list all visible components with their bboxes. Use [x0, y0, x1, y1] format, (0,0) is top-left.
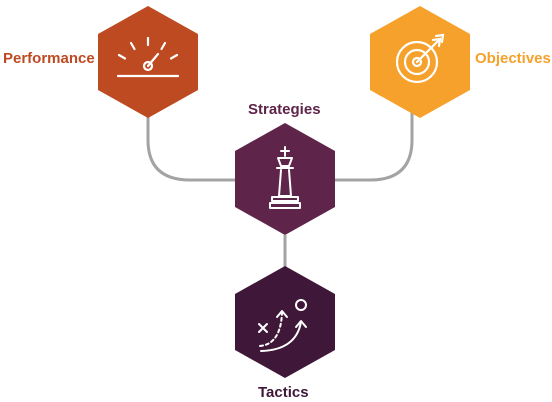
chess-king-icon	[269, 146, 301, 209]
objectives-label: Objectives	[475, 50, 551, 67]
objectives-node	[370, 6, 470, 118]
performance-node	[98, 6, 198, 118]
performance-label: Performance	[3, 50, 95, 67]
tactics-play-icon	[258, 299, 307, 352]
target-arrow-icon	[395, 33, 445, 84]
strategies-hexagon	[235, 123, 335, 235]
connector-objectives-strategies	[334, 112, 414, 182]
strategies-node	[235, 123, 335, 235]
tactics-label: Tactics	[258, 384, 309, 401]
tactics-hexagon	[235, 266, 335, 378]
speedometer-icon	[116, 36, 180, 78]
tactics-node	[235, 266, 335, 378]
strategies-label: Strategies	[248, 101, 321, 118]
connectors	[146, 112, 414, 272]
connector-performance-strategies	[146, 112, 236, 182]
